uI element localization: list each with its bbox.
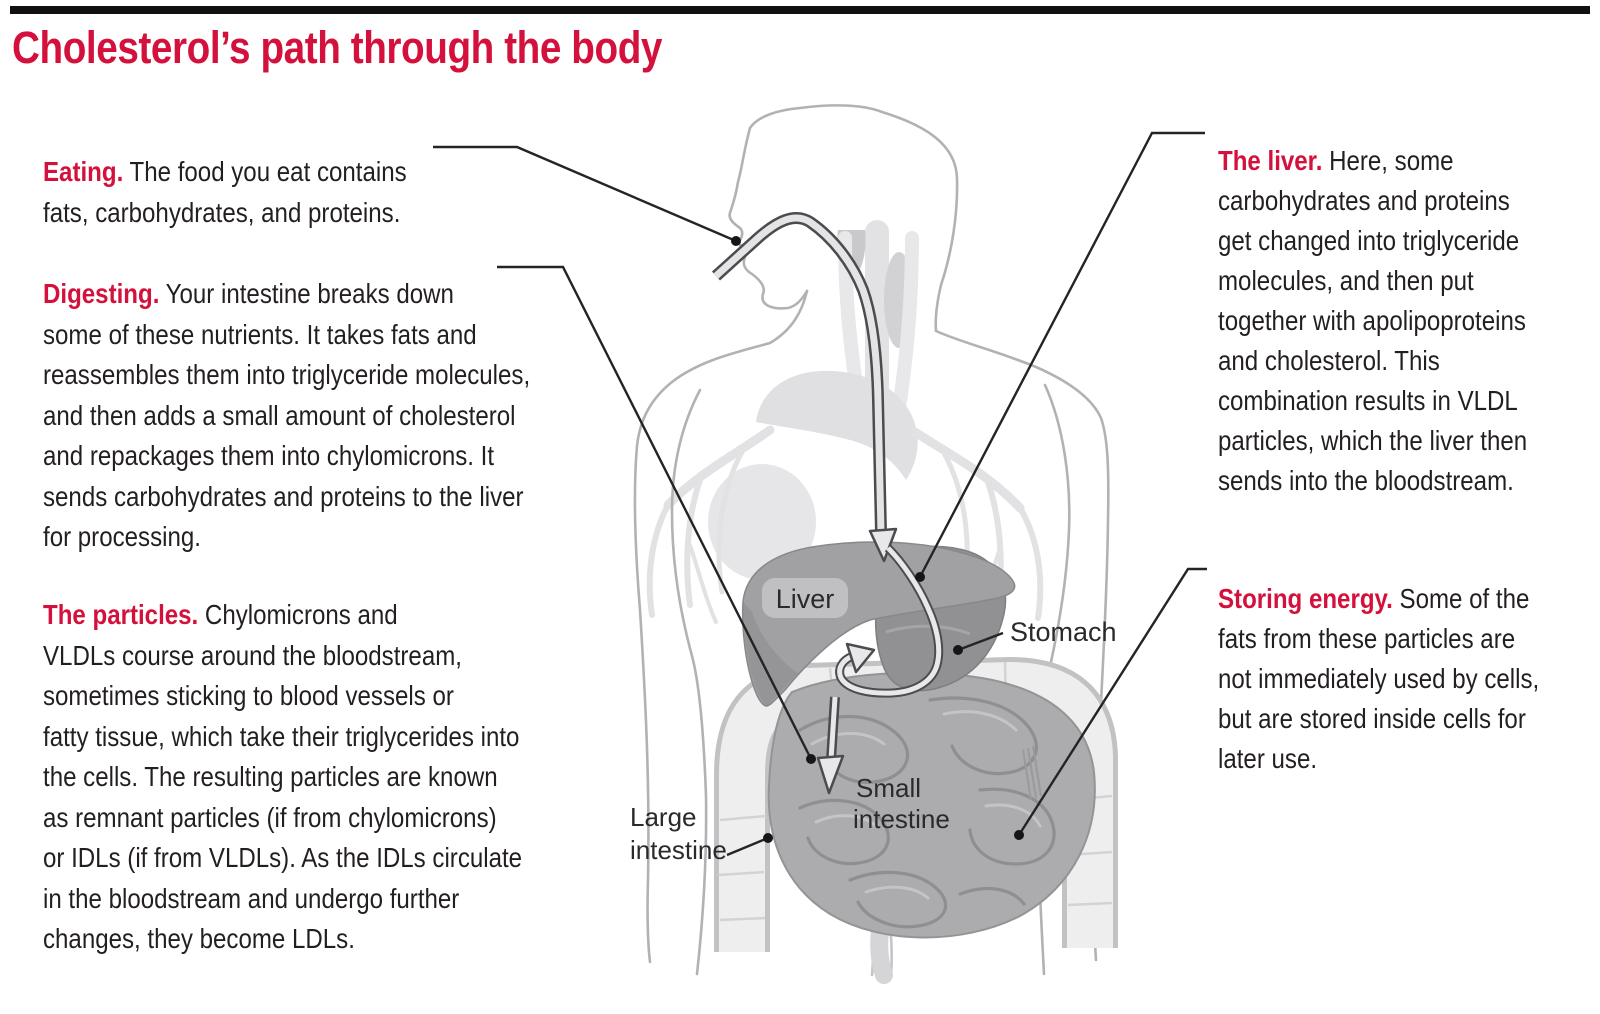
to-liver-arrowhead <box>845 642 876 674</box>
liver-shape <box>741 541 1016 707</box>
digestive-path-arrows <box>711 212 944 795</box>
bronchus-left-branch <box>688 543 718 624</box>
annotation-eating-body: The food you eat contains fats, carbohyd… <box>43 156 407 228</box>
liver-shade <box>743 602 798 706</box>
leader-storing <box>1017 567 1207 836</box>
leader-stomach <box>957 631 1004 652</box>
leader-eating <box>433 145 737 243</box>
small-intestine-mass <box>767 671 1096 939</box>
leader-dot-liver <box>915 572 925 582</box>
annotation-digesting: Digesting. Your intestine breaks down so… <box>43 274 530 558</box>
vessel-right <box>890 231 919 427</box>
annotation-particles-body: Chylomicrons and VLDLs course around the… <box>43 599 523 954</box>
leader-large-intestine <box>726 836 769 857</box>
aortic-arch <box>756 370 918 480</box>
top-rule <box>10 6 1590 14</box>
small-intestine-shape <box>767 671 1096 939</box>
esophagus-arrowhead <box>868 527 898 563</box>
organ-labels: Liver Stomach Small intestine Large inte… <box>630 584 1117 865</box>
leader-digesting <box>497 265 813 760</box>
label-large-intestine-line2: intestine <box>630 835 727 865</box>
label-stomach: Stomach <box>1010 617 1117 647</box>
annotation-liver-lead: The liver. <box>1218 145 1323 176</box>
leader-dot-storing <box>1014 830 1024 840</box>
leader-dot-stomach <box>953 645 963 655</box>
intestine-arrowhead <box>816 754 845 795</box>
bronchus-left-branch <box>646 502 671 618</box>
annotation-storing: Storing energy. Some of the fats from th… <box>1218 579 1539 779</box>
front-neck-left-shoulder-arm <box>633 289 809 964</box>
leader-liver <box>918 131 1205 578</box>
annotation-particles: The particles. Chylomicrons and VLDLs co… <box>43 595 522 960</box>
annotation-digesting-lead: Digesting. <box>43 278 160 309</box>
label-large-intestine-line1: Large <box>630 802 697 832</box>
bronchus-right-branch <box>1017 505 1044 621</box>
label-small-intestine-line2: intestine <box>853 804 950 834</box>
leader-lines <box>433 131 1207 857</box>
label-liver: Liver <box>776 584 835 614</box>
page-title: Cholesterol’s path through the body <box>12 22 663 73</box>
annotation-liver: The liver. Here, some carbohydrates and … <box>1218 141 1527 501</box>
annotation-eating-lead: Eating. <box>43 156 124 187</box>
leader-dot-eating <box>731 236 741 246</box>
bronchus-left-branch <box>684 477 703 608</box>
head-back <box>798 104 959 333</box>
left-inner-side <box>670 388 708 976</box>
annotation-digesting-body: Your intestine breaks down some of these… <box>43 278 531 552</box>
annotation-eating: Eating. The food you eat contains fats, … <box>43 152 407 233</box>
fat-tissue-hatching <box>1022 745 1042 801</box>
label-small-intestine-line1: Small <box>856 773 921 803</box>
heart-shade <box>708 464 816 580</box>
bronchus-right <box>910 427 1025 513</box>
leader-dot-digesting <box>806 754 816 764</box>
leader-dot-large-intestine <box>763 833 773 843</box>
head-profile <box>728 106 809 310</box>
intestine-folds <box>798 696 1056 929</box>
annotation-storing-body: Some of the fats from these particles ar… <box>1218 583 1540 774</box>
rectum-shade <box>870 921 893 984</box>
intestine-highlights <box>810 710 1042 900</box>
liver-label-bg <box>762 578 848 618</box>
annotation-liver-body: Here, some carbohydrates and proteins ge… <box>1218 145 1528 496</box>
annotation-storing-lead: Storing energy. <box>1218 583 1393 614</box>
annotation-particles-lead: The particles. <box>43 599 199 630</box>
bronchus-left-branch <box>716 449 745 595</box>
